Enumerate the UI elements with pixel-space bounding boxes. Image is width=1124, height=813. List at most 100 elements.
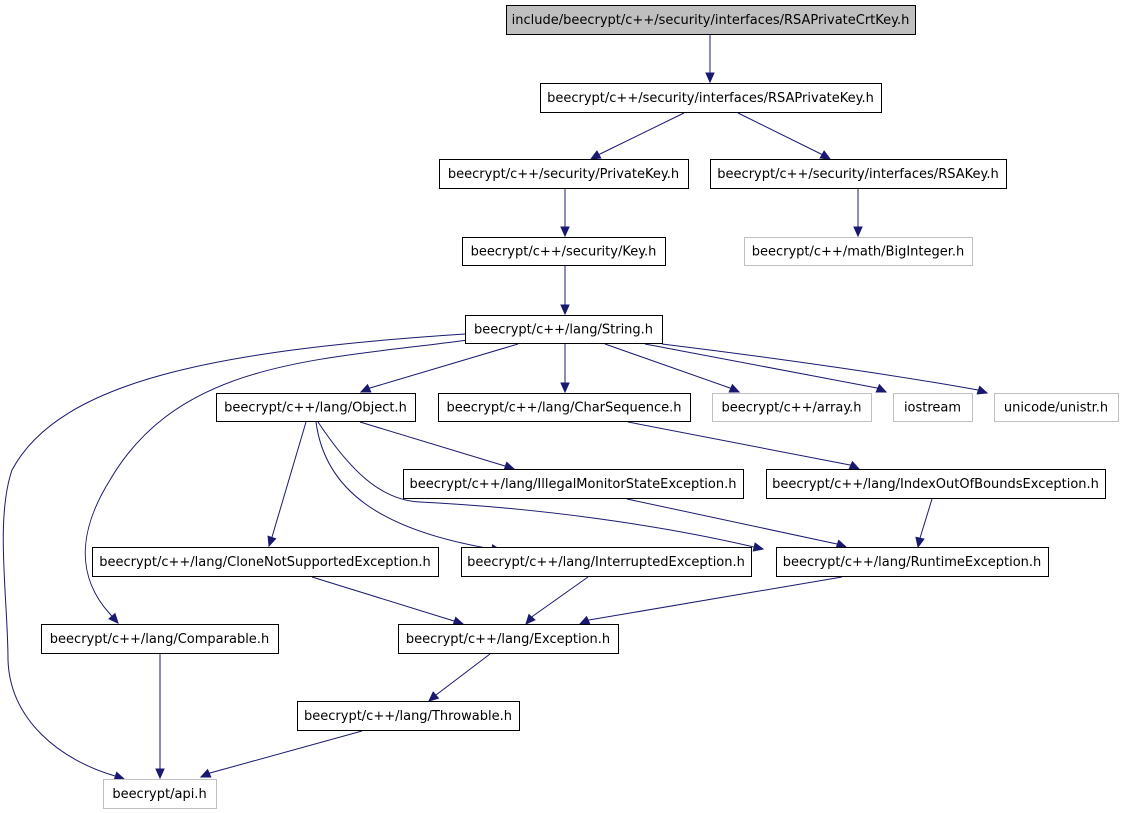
edge-n1-to-n3: [737, 112, 831, 160]
arrowhead-n6-to-n10: [875, 383, 888, 393]
node-label-n14: beecrypt/c++/lang/CloneNotSupportedExcep…: [99, 555, 431, 570]
node-box-n12: [403, 469, 744, 499]
arrowhead-n6-to-n17: [108, 612, 119, 624]
node-label-n4: beecrypt/c++/security/Key.h: [471, 245, 657, 260]
node-label-n0: include/beecrypt/c++/security/interfaces…: [512, 13, 910, 28]
node-box-n7: [216, 393, 416, 422]
node-label-n13: beecrypt/c++/lang/IndexOutOfBoundsExcept…: [772, 477, 1099, 492]
node-n8[interactable]: beecrypt/c++/lang/CharSequence.h: [438, 393, 691, 422]
node-n18[interactable]: beecrypt/c++/lang/Exception.h: [398, 624, 619, 654]
node-label-n8: beecrypt/c++/lang/CharSequence.h: [446, 401, 681, 416]
arrowhead-n15-to-n18: [525, 613, 536, 625]
node-box-n13: [766, 469, 1106, 499]
node-label-n17: beecrypt/c++/lang/Comparable.h: [50, 632, 269, 647]
arrowhead-n7-to-n14: [267, 535, 277, 548]
node-n7[interactable]: beecrypt/c++/lang/Object.h: [216, 393, 416, 422]
arrowhead-n6-to-n11: [976, 385, 989, 395]
edge-n7-to-n16: [317, 421, 764, 550]
edge-n6-to-n11: [661, 343, 988, 394]
node-layer: include/beecrypt/c++/security/interfaces…: [41, 5, 1119, 809]
node-n2[interactable]: beecrypt/c++/security/PrivateKey.h: [439, 159, 689, 189]
node-n16[interactable]: beecrypt/c++/lang/RuntimeException.h: [776, 547, 1049, 577]
node-n19[interactable]: beecrypt/c++/lang/Throwable.h: [297, 701, 520, 731]
node-box-n11: [994, 393, 1119, 422]
node-box-n0: [506, 5, 916, 35]
node-n9: beecrypt/c++/array.h: [712, 393, 872, 422]
node-label-n16: beecrypt/c++/lang/RuntimeException.h: [783, 555, 1042, 570]
edge-n16-to-n18: [579, 576, 843, 625]
node-n12[interactable]: beecrypt/c++/lang/IllegalMonitorStateExc…: [403, 469, 744, 499]
node-label-n11: unicode/unistr.h: [1004, 401, 1108, 416]
edge-n6-to-n17: [84, 339, 469, 624]
edge-n6-to-n10: [644, 343, 887, 393]
edge-n6-to-n20: [2, 333, 466, 780]
node-label-n9: beecrypt/c++/array.h: [721, 401, 861, 416]
node-n20: beecrypt/api.h: [103, 779, 217, 809]
node-n14[interactable]: beecrypt/c++/lang/CloneNotSupportedExcep…: [92, 547, 439, 577]
node-box-n1: [540, 83, 882, 113]
arrowhead-n6-to-n8: [560, 382, 570, 394]
node-label-n20: beecrypt/api.h: [112, 787, 206, 802]
node-label-n7: beecrypt/c++/lang/Object.h: [224, 401, 407, 416]
node-n1[interactable]: beecrypt/c++/security/interfaces/RSAPriv…: [540, 83, 882, 113]
node-n6[interactable]: beecrypt/c++/lang/String.h: [465, 315, 663, 344]
node-label-n1: beecrypt/c++/security/interfaces/RSAPriv…: [547, 91, 874, 106]
arrowhead-n3-to-n5: [853, 226, 863, 238]
arrowhead-n2-to-n4: [560, 226, 570, 238]
arrowhead-n0-to-n1: [705, 72, 715, 84]
arrowhead-n18-to-n19: [428, 691, 440, 702]
node-label-n6: beecrypt/c++/lang/String.h: [474, 323, 653, 338]
arrowhead-n8-to-n13: [848, 460, 861, 470]
node-n17[interactable]: beecrypt/c++/lang/Comparable.h: [41, 624, 279, 654]
edge-n1-to-n2: [590, 112, 685, 160]
node-box-n4: [462, 237, 666, 266]
node-box-n10: [893, 393, 973, 422]
edge-n19-to-n20: [200, 730, 363, 778]
arrowhead-n19-to-n20: [199, 768, 212, 778]
node-n3[interactable]: beecrypt/c++/security/interfaces/RSAKey.…: [710, 159, 1007, 189]
node-label-n19: beecrypt/c++/lang/Throwable.h: [304, 709, 512, 724]
edge-n6-to-n7: [360, 343, 519, 393]
node-label-n3: beecrypt/c++/security/interfaces/RSAKey.…: [717, 167, 998, 182]
node-label-n2: beecrypt/c++/security/PrivateKey.h: [448, 167, 679, 182]
edge-n15-to-n18: [525, 576, 589, 625]
arrowhead-n1-to-n2: [589, 150, 602, 160]
node-n10: iostream: [893, 393, 973, 422]
node-label-n5: beecrypt/c++/math/BigInteger.h: [752, 245, 965, 260]
edge-n14-to-n18: [311, 576, 464, 625]
arrowhead-n7-to-n16: [752, 542, 765, 552]
node-box-n16: [776, 547, 1049, 577]
edge-n7-to-n14: [268, 421, 307, 547]
node-n15[interactable]: beecrypt/c++/lang/InterruptedException.h: [461, 547, 752, 577]
node-box-n18: [398, 624, 619, 654]
node-box-n3: [710, 159, 1007, 189]
arrowhead-n4-to-n6: [560, 304, 570, 316]
node-label-n12: beecrypt/c++/lang/IllegalMonitorStateExc…: [410, 477, 737, 492]
node-box-n20: [103, 779, 217, 809]
arrowhead-n6-to-n20: [113, 771, 126, 781]
node-n4[interactable]: beecrypt/c++/security/Key.h: [462, 237, 666, 266]
node-box-n17: [41, 624, 279, 654]
edge-n12-to-n16: [626, 498, 847, 548]
node-n13[interactable]: beecrypt/c++/lang/IndexOutOfBoundsExcept…: [766, 469, 1106, 499]
edge-n7-to-n12: [359, 421, 515, 470]
edge-n18-to-n19: [428, 653, 491, 702]
node-box-n9: [712, 393, 872, 422]
node-n11: unicode/unistr.h: [994, 393, 1119, 422]
edge-layer: [2, 35, 989, 781]
node-box-n8: [438, 393, 691, 422]
arrowhead-n17-to-n20: [155, 768, 165, 780]
arrowhead-n1-to-n3: [819, 150, 832, 160]
arrowhead-n6-to-n9: [728, 383, 741, 393]
arrowhead-n14-to-n18: [452, 616, 465, 626]
arrowhead-n13-to-n16: [915, 536, 925, 549]
node-n0[interactable]: include/beecrypt/c++/security/interfaces…: [506, 5, 916, 35]
arrowhead-n6-to-n7: [359, 383, 372, 393]
node-box-n15: [461, 547, 752, 577]
node-box-n19: [297, 701, 520, 731]
edge-n7-to-n15: [315, 421, 502, 551]
node-label-n10: iostream: [904, 401, 961, 416]
node-label-n18: beecrypt/c++/lang/Exception.h: [406, 632, 610, 647]
node-n5: beecrypt/c++/math/BigInteger.h: [744, 237, 973, 266]
